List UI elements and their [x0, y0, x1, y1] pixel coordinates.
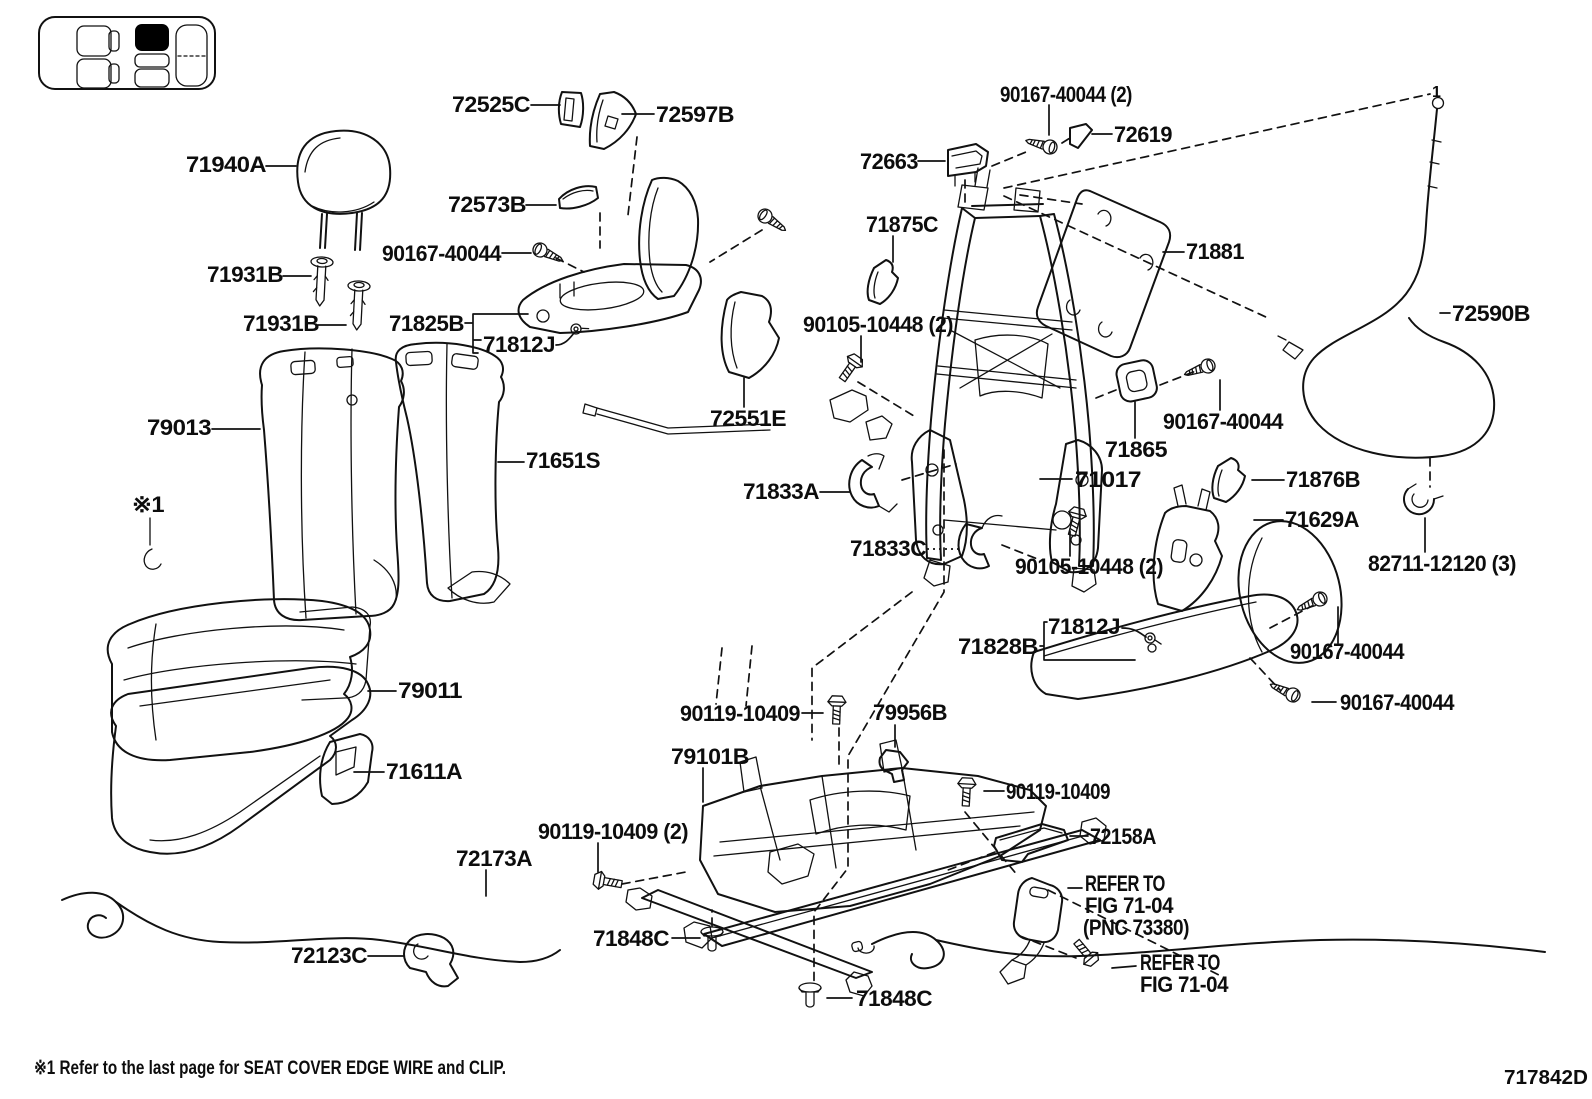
seatback-cover-71651S-drawing: [394, 341, 511, 604]
cover-71875C-drawing: [866, 259, 899, 305]
part-label-79011: 79011: [398, 678, 462, 703]
part-label-71825b: 71825B: [389, 311, 464, 336]
part-label-72525c: 72525C: [452, 92, 531, 117]
lock-wire-72173A-drawing: [61, 891, 561, 963]
clip-72123C-drawing: [403, 933, 459, 988]
cover-72597B-drawing: [588, 91, 637, 150]
panel-71881-drawing: [1035, 189, 1172, 359]
part-label-79101b: 79101B: [671, 744, 749, 769]
part-label-71833c: 71833C: [850, 536, 927, 561]
harness-wire-drawing: [851, 931, 1546, 970]
clamp-82711-drawing: [1403, 483, 1444, 516]
seat-track-79101B-drawing: [625, 739, 1107, 997]
part-label-71931b: 71931B: [243, 311, 319, 336]
clip-72525C-drawing: [557, 91, 585, 128]
seatbelt-buckle-drawing: [999, 877, 1064, 985]
part-label-71876b: 71876B: [1286, 467, 1360, 492]
cable-end-marker: 1: [1432, 84, 1441, 101]
armrest-base-drawing: [517, 176, 702, 334]
bracket-72573B-drawing: [558, 185, 599, 210]
seatback-cover-79013-drawing: [259, 347, 405, 622]
refer-note-line: REFER TO: [1140, 950, 1220, 975]
part-label-90167-40044: 90167-40044: [1163, 409, 1284, 434]
asterisk1-marker: ※1: [132, 492, 164, 517]
hook-71833C-drawing: [957, 514, 1003, 570]
part-label-90105-10448-x2: 90105-10448 (2): [803, 312, 953, 337]
part-label-90119-10409: 90119-10409: [1006, 779, 1110, 804]
part-label-79013: 79013: [147, 415, 211, 440]
part-label-90119-10409: 90119-10409: [680, 701, 800, 726]
clip-72619-drawing: [1069, 123, 1093, 149]
part-label-71881: 71881: [1186, 239, 1244, 264]
release-cable-72590B-drawing: [1277, 96, 1496, 459]
cover-71876B-drawing: [1211, 457, 1246, 503]
part-label-71833a: 71833A: [743, 479, 820, 504]
clip-71812J-drawing: [568, 319, 590, 337]
part-label-71828b: 71828B: [958, 634, 1038, 659]
cushion-frame-71611A-drawing: [110, 665, 374, 855]
part-label-90119-10409-x2: 90119-10409 (2): [538, 819, 688, 844]
cover-72551E-drawing: [720, 291, 780, 379]
reference-notes: REFER TO FIG 71-04 (PNC 73380) REFER TO …: [1083, 871, 1230, 997]
refer-note-line: FIG 71-04: [1140, 972, 1229, 997]
part-label-72573b: 72573B: [448, 192, 526, 217]
part-label-72158a: 72158A: [1090, 824, 1157, 849]
part-label-72597b: 72597B: [656, 102, 734, 127]
bracket-79956B-drawing: [878, 749, 909, 783]
refer-note-line: (PNC 73380): [1083, 915, 1189, 940]
part-labels: 71940A 71931B 71931B 72525C 72597B 72573…: [132, 82, 1531, 1011]
part-label-71651s: 71651S: [526, 448, 600, 473]
part-label-71611a: 71611A: [386, 759, 463, 784]
part-label-71875c: 71875C: [866, 212, 939, 237]
striker-72663-drawing: [947, 143, 989, 187]
assembly-dashed-lines: [555, 93, 1431, 984]
headrest-support-drawing: [308, 255, 334, 308]
leader-lines: [211, 104, 1451, 999]
part-label-90167-40044: 90167-40044: [1290, 639, 1405, 664]
part-label-71940a: 71940A: [186, 152, 267, 177]
refer-note-line: REFER TO: [1085, 871, 1165, 896]
part-label-71848c: 71848C: [856, 986, 933, 1011]
part-label-72173a: 72173A: [456, 846, 533, 871]
side-shield-71828B-drawing: [1030, 593, 1299, 700]
part-label-90167-40044: 90167-40044: [1340, 690, 1455, 715]
highlighted-seat: [135, 24, 169, 51]
part-label-71629a: 71629A: [1285, 507, 1360, 532]
part-label-72123c: 72123C: [291, 943, 368, 968]
part-label-90167-40044-x2: 90167-40044 (2): [1000, 82, 1132, 107]
part-label-72590b: 72590B: [1452, 301, 1530, 326]
torsion-rod-drawing: [582, 403, 771, 435]
seat-position-legend-icon: [38, 16, 216, 90]
headrest-drawing: [296, 129, 392, 251]
asterisk-marker-drawing: [143, 517, 162, 570]
shield-71629A-drawing: [1152, 484, 1223, 612]
part-label-71931b: 71931B: [207, 262, 283, 287]
diagram-code: 717842D: [1504, 1067, 1588, 1089]
part-label-72619: 72619: [1114, 122, 1172, 147]
bezel-71865-drawing: [1115, 359, 1158, 403]
part-label-82711-12120-x3: 82711-12120 (3): [1368, 551, 1516, 576]
hook-71833A-drawing: [848, 453, 898, 513]
part-label-90167-40044: 90167-40044: [382, 241, 502, 266]
part-label-72663: 72663: [860, 149, 918, 174]
footnote-text: ※1 Refer to the last page for SEAT COVER…: [34, 1058, 506, 1079]
part-label-71017: 71017: [1075, 467, 1141, 492]
part-label-79956b: 79956B: [873, 700, 947, 725]
clip-71812J-drawing: [1143, 631, 1164, 646]
part-label-71812j: 71812J: [483, 332, 555, 357]
part-label-71848c: 71848C: [593, 926, 670, 951]
refer-note-line: FIG 71-04: [1085, 893, 1174, 918]
part-label-71865: 71865: [1105, 437, 1167, 462]
latch-parts-drawing: [829, 389, 893, 441]
seat-cushion-79011-drawing: [106, 598, 372, 762]
part-label-71812j: 71812J: [1048, 614, 1120, 639]
seatback-frame-71017-drawing: [910, 167, 1103, 593]
part-label-72551e: 72551E: [710, 406, 786, 431]
headrest-support-drawing: [345, 279, 371, 332]
part-label-90105-10448-x2: 90105-10448 (2): [1015, 554, 1163, 579]
